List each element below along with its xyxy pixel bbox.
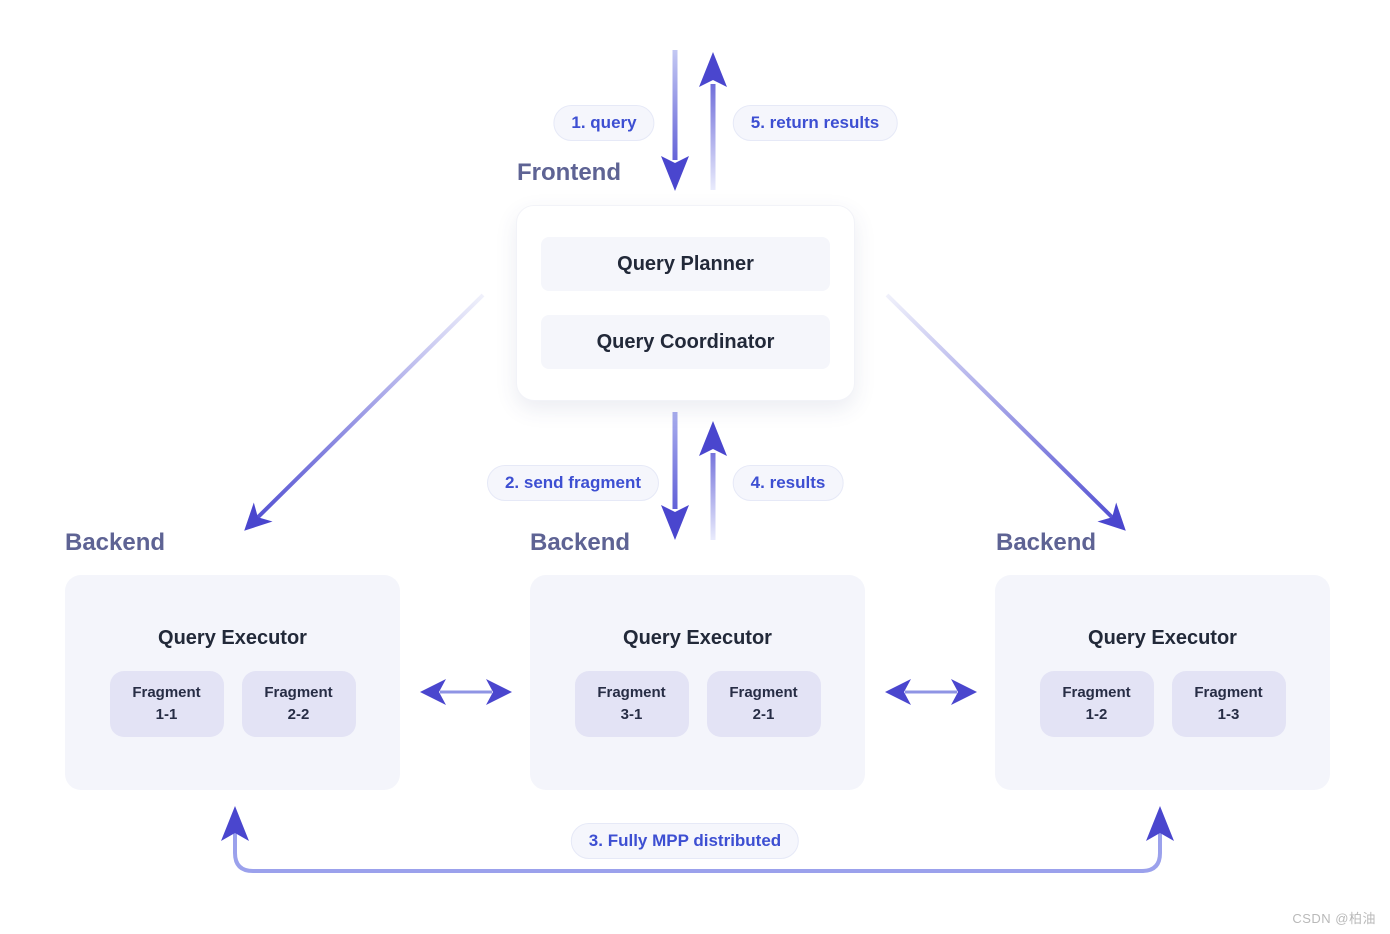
- step-label-return-results: 5. return results: [732, 105, 898, 141]
- query-coordinator-box: Query Coordinator: [541, 315, 830, 369]
- left-middle-backend-exchange-arrow: [420, 679, 512, 705]
- frontend-to-left-backend-arrow: [244, 293, 485, 531]
- backend-middle-executor-title: Query Executor: [623, 627, 772, 649]
- fragment-label: Fragment: [264, 684, 333, 701]
- fragment-1-2: Fragment 1-2: [1039, 671, 1154, 737]
- frontend-to-right-backend-arrow: [885, 293, 1126, 531]
- send-fragment-down-arrow: [661, 412, 689, 540]
- csdn-watermark: CSDN @柏油: [1292, 911, 1376, 926]
- backend-middle-fragment-row: Fragment 3-1 Fragment 2-1: [530, 671, 865, 737]
- fragment-2-2: Fragment 2-2: [241, 671, 356, 737]
- fragment-label: Fragment: [597, 684, 666, 701]
- backend-right-executor-title: Query Executor: [1088, 627, 1237, 649]
- step-label-send-fragment: 2. send fragment: [486, 465, 660, 501]
- step-label-query: 1. query: [553, 105, 655, 141]
- backend-left-executor-title: Query Executor: [158, 627, 307, 649]
- fragment-id: 2-2: [287, 706, 310, 723]
- backend-right-fragment-row: Fragment 1-2 Fragment 1-3: [995, 671, 1330, 737]
- fragment-label: Fragment: [132, 684, 201, 701]
- backend-left-title: Backend: [65, 529, 166, 556]
- fragment-id: 1-3: [1217, 706, 1240, 723]
- fragment-1-3: Fragment 1-3: [1171, 671, 1286, 737]
- backend-middle-title: Backend: [530, 529, 631, 556]
- backend-right-title: Backend: [996, 529, 1097, 556]
- backend-left-fragment-row: Fragment 1-1 Fragment 2-2: [65, 671, 400, 737]
- fragment-label: Fragment: [1194, 684, 1263, 701]
- backend-middle-card: Query Executor Fragment 3-1 Fragment 2-1: [530, 575, 865, 790]
- results-up-arrow: [699, 421, 727, 540]
- backend-left-card: Query Executor Fragment 1-1 Fragment 2-2: [65, 575, 400, 790]
- return-results-up-arrow: [699, 52, 727, 190]
- middle-right-backend-exchange-arrow: [885, 679, 977, 705]
- query-planner-box: Query Planner: [541, 237, 830, 291]
- step-label-mpp-distributed: 3. Fully MPP distributed: [570, 823, 800, 859]
- query-down-arrow: [661, 50, 689, 191]
- fragment-id: 3-1: [620, 706, 643, 723]
- fragment-2-1: Fragment 2-1: [706, 671, 821, 737]
- fragment-id: 1-1: [155, 706, 178, 723]
- frontend-card: Query Planner Query Coordinator: [516, 205, 855, 401]
- fragment-id: 1-2: [1085, 706, 1108, 723]
- step-label-results: 4. results: [732, 465, 844, 501]
- frontend-title: Frontend: [517, 159, 621, 186]
- fragment-3-1: Fragment 3-1: [574, 671, 689, 737]
- fragment-label: Fragment: [1062, 684, 1131, 701]
- backend-right-card: Query Executor Fragment 1-2 Fragment 1-3: [995, 575, 1330, 790]
- fragment-label: Fragment: [729, 684, 798, 701]
- fragment-id: 2-1: [752, 706, 775, 723]
- fragment-1-1: Fragment 1-1: [109, 671, 224, 737]
